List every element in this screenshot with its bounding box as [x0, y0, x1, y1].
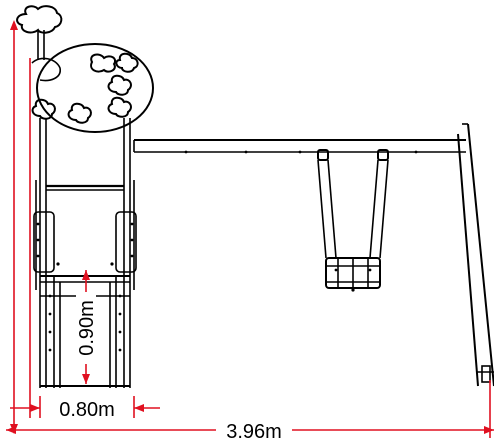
cloud-icon	[31, 98, 56, 120]
roof-clouds	[31, 52, 139, 124]
overall-width-label: 3.96m	[226, 421, 282, 440]
slide-height-label: 0.90m	[76, 300, 98, 356]
cloud-topper-icon	[16, 5, 63, 34]
swing-frame	[133, 123, 494, 387]
cloud-icon	[107, 74, 132, 96]
swing-seat	[317, 149, 389, 292]
slide-width-label: 0.80m	[59, 399, 115, 421]
cloud-icon	[107, 96, 132, 118]
cloud-icon	[115, 52, 139, 73]
dimension-lines	[6, 20, 494, 438]
cloud-icon	[67, 102, 92, 124]
tower	[16, 5, 154, 388]
cloud-icon	[90, 53, 116, 73]
roof-disc	[36, 43, 154, 133]
